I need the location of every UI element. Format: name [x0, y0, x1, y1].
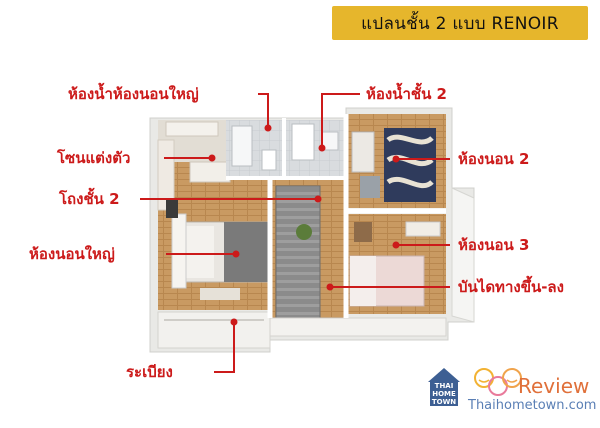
label-balcony: ระเบียง — [126, 363, 173, 381]
label-dressing-zone: โซนแต่งตัว — [57, 149, 131, 167]
label-master-bedroom: ห้องนอนใหญ่ — [29, 245, 115, 263]
label-master-bathroom: ห้องน้ำห้องนอนใหญ่ — [68, 85, 199, 103]
label-bedroom-2: ห้องนอน 2 — [458, 150, 530, 168]
label-hall: โถงชั้น 2 — [59, 190, 120, 208]
plan-title: แปลนชั้น 2 แบบ RENOIR — [361, 13, 559, 34]
label-bathroom-2f: ห้องน้ำชั้น 2 — [366, 85, 447, 103]
watermark-review: Review — [518, 374, 590, 398]
label-bedroom-3: ห้องนอน 3 — [458, 236, 530, 254]
plan-title-banner: แปลนชั้น 2 แบบ RENOIR — [332, 6, 588, 40]
logo-text: THAI HOME TOWN — [431, 382, 457, 406]
thaihometown-logo — [428, 368, 522, 406]
label-stairs: บันไดทางขึ้น-ลง — [458, 278, 564, 296]
watermark-site: Thaihometown.com — [468, 398, 597, 413]
